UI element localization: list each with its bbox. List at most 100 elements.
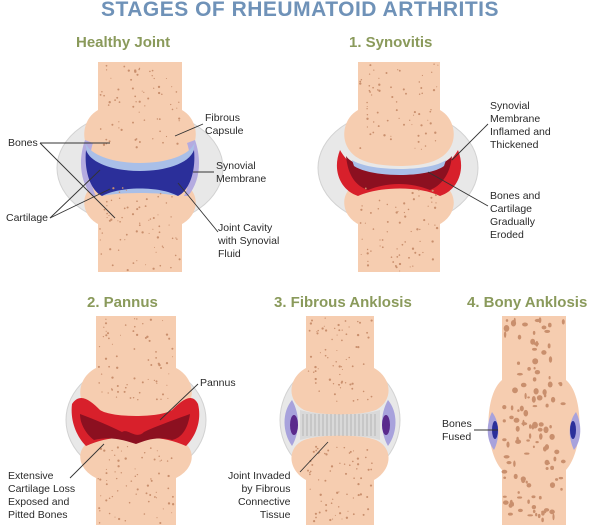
bone-speckle [352, 400, 355, 402]
bone-speckle [339, 512, 342, 515]
bone-pore [560, 459, 566, 464]
bone-speckle [361, 238, 363, 240]
bone-speckle [150, 364, 153, 366]
bone-speckle [143, 91, 145, 94]
bone-speckle [136, 73, 139, 76]
fibrous-tissue-striations [302, 414, 376, 436]
bone-speckle [108, 497, 111, 499]
bone-speckle [151, 75, 153, 77]
bone-speckle [103, 94, 105, 97]
bone-speckle [320, 500, 322, 502]
bone-speckle [332, 498, 334, 500]
cartilage [352, 160, 446, 175]
bone-speckle [144, 205, 147, 208]
bone-speckle [403, 123, 405, 126]
bone-speckle [149, 318, 153, 321]
bone-speckle [117, 390, 119, 393]
bone-pore [558, 476, 564, 480]
bone-pore [502, 495, 507, 498]
bone-speckle [386, 119, 389, 122]
bone-speckle [156, 118, 159, 120]
bone-speckle [106, 217, 108, 219]
bone-speckle [121, 216, 123, 219]
bone-speckle [362, 513, 365, 516]
bone-speckle [433, 63, 435, 65]
bone-speckle [369, 133, 372, 136]
bone-speckle [378, 89, 381, 92]
bone-pore [539, 433, 543, 440]
bone-pore [526, 483, 532, 488]
bone-speckle [125, 189, 127, 191]
bone-speckle [171, 347, 174, 350]
bone-speckle [111, 449, 113, 452]
bone-speckle [130, 480, 133, 482]
bone-speckle [104, 322, 108, 325]
bone-speckle [378, 83, 381, 86]
pointer-lines [39, 123, 498, 479]
bone-pore [507, 512, 513, 516]
bone-speckle [337, 323, 340, 327]
bone-speckle [108, 101, 111, 104]
bone-pore [543, 393, 547, 398]
bone-speckle [133, 325, 136, 328]
pointer-cartilage-lower [49, 188, 111, 219]
bone-speckle [341, 368, 343, 370]
bone-speckle [355, 346, 358, 348]
bone-speckle [162, 246, 164, 249]
bone-speckle [105, 69, 108, 71]
bone-speckle [138, 206, 141, 209]
bone-speckle [339, 373, 341, 376]
bone-speckle [321, 327, 324, 330]
bone-speckle [366, 331, 369, 334]
bone-speckle [366, 113, 369, 116]
bone-speckle [383, 134, 386, 137]
bone-pore [535, 512, 538, 517]
bone-speckle [351, 387, 354, 390]
pointer-fibrous-capsule [174, 123, 204, 137]
fibrous-anklosis-joint [279, 316, 401, 525]
bone-speckle [175, 237, 177, 239]
bone-speckle [116, 490, 119, 492]
bone-speckle [178, 120, 180, 122]
bone-speckle [155, 351, 157, 353]
bone-speckle [158, 231, 161, 234]
bone-speckle [141, 381, 144, 384]
bone-speckle [114, 99, 116, 101]
bone-speckle [412, 265, 414, 267]
bone-speckle [381, 246, 384, 249]
bone-speckle [409, 266, 411, 268]
bone-speckle [370, 395, 373, 398]
bone-pore [510, 405, 514, 411]
bone-speckle [418, 93, 421, 95]
bone-speckle [138, 141, 141, 143]
bone-speckle [165, 135, 168, 138]
bone-speckle [332, 365, 334, 367]
bone-speckle [360, 477, 363, 480]
bone-speckle [117, 88, 120, 91]
bone-speckle [348, 452, 351, 454]
bone-speckle [178, 117, 181, 120]
bone-speckle [138, 224, 141, 227]
bone-pore [501, 469, 508, 474]
bone-speckle [168, 373, 170, 375]
bone-speckle [124, 386, 127, 389]
bone-speckle [127, 69, 130, 72]
bone-speckle [357, 494, 360, 497]
bone-speckle [386, 203, 389, 206]
cavity-left [290, 415, 298, 435]
bone-speckle [170, 103, 172, 106]
bone-speckle [407, 208, 410, 211]
bone-pore [523, 409, 529, 417]
bone-speckle [420, 87, 423, 89]
bone-speckle [153, 87, 155, 89]
bone-speckle [358, 321, 362, 324]
bone-lower [291, 435, 389, 525]
bone-pore [538, 495, 542, 500]
bone-speckle [101, 391, 103, 393]
bone-speckle [379, 245, 381, 247]
bone-speckle [170, 216, 172, 218]
bone-speckle [312, 519, 316, 523]
bone-speckle [434, 193, 437, 197]
bone-speckle [344, 382, 347, 384]
bone-speckle [135, 333, 139, 337]
